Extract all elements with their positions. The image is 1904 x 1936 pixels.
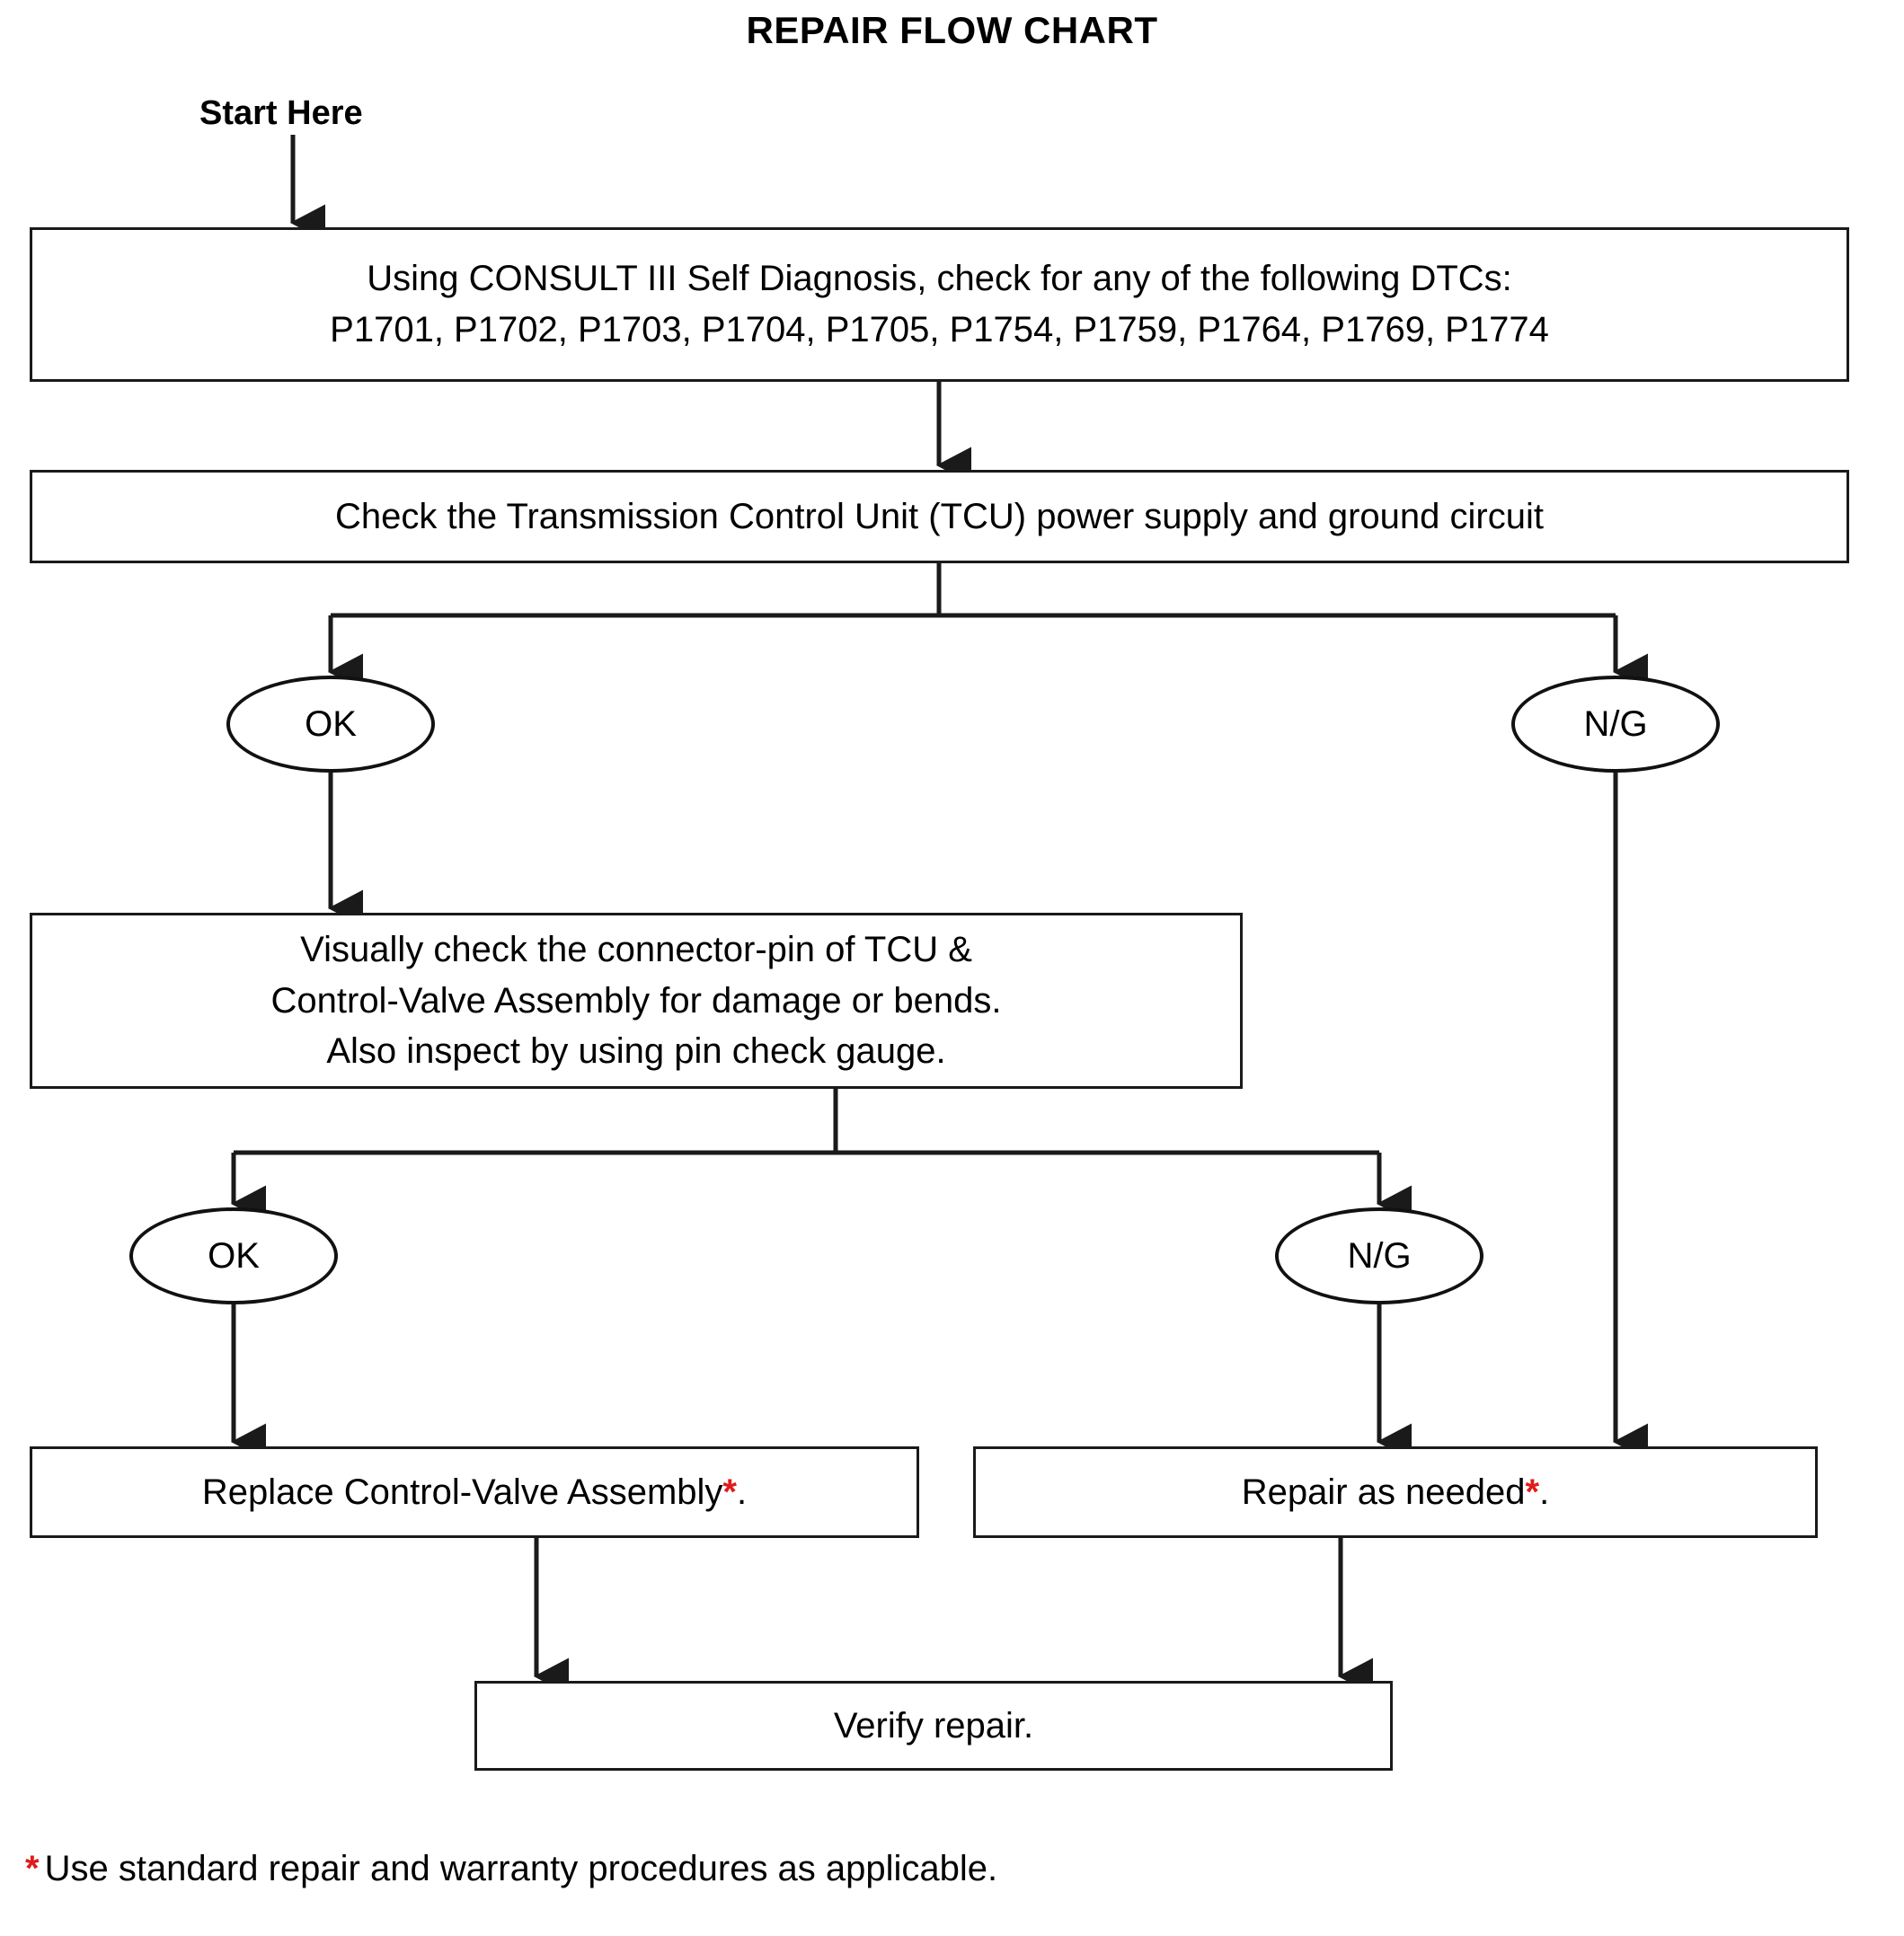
- node-tcu-power-check-text: Check the Transmission Control Unit (TCU…: [326, 491, 1553, 543]
- page-title: REPAIR FLOW CHART: [746, 9, 1158, 51]
- node-tcu-power-check-line1: Check the Transmission Control Unit (TCU…: [335, 496, 1544, 536]
- repair-needed-period: .: [1539, 1472, 1550, 1512]
- node-dtc-check-text: Using CONSULT III Self Diagnosis, check …: [321, 253, 1558, 356]
- footnote: *Use standard repair and warranty proced…: [25, 1849, 997, 1889]
- node-repair-as-needed-line: Repair as needed*.: [1242, 1467, 1549, 1518]
- replace-valve-asterisk: *: [722, 1472, 737, 1512]
- node-repair-as-needed-text: Repair as needed*.: [1233, 1467, 1558, 1518]
- footnote-text: Use standard repair and warranty procedu…: [44, 1849, 998, 1888]
- decision-ng-1-label: N/G: [1583, 703, 1648, 744]
- start-here-label: Start Here: [199, 94, 363, 132]
- node-repair-as-needed[interactable]: Repair as needed*.: [973, 1446, 1818, 1538]
- node-dtc-check[interactable]: Using CONSULT III Self Diagnosis, check …: [30, 227, 1849, 382]
- repair-needed-asterisk: *: [1525, 1472, 1540, 1512]
- decision-ng-2-label: N/G: [1347, 1235, 1412, 1276]
- node-visual-check-line1: Visually check the connector-pin of TCU …: [300, 929, 972, 969]
- replace-valve-period: .: [736, 1472, 748, 1512]
- decision-ng-1[interactable]: N/G: [1511, 676, 1720, 773]
- decision-ok-1[interactable]: OK: [226, 676, 435, 773]
- node-replace-control-valve[interactable]: Replace Control-Valve Assembly*.: [30, 1446, 919, 1538]
- decision-ok-1-label: OK: [305, 703, 357, 744]
- decision-ng-2[interactable]: N/G: [1275, 1207, 1483, 1304]
- node-replace-control-valve-text: Replace Control-Valve Assembly*.: [193, 1467, 756, 1518]
- node-tcu-power-check[interactable]: Check the Transmission Control Unit (TCU…: [30, 470, 1849, 563]
- node-verify-repair-line1: Verify repair.: [833, 1705, 1034, 1746]
- node-visual-check-text: Visually check the connector-pin of TCU …: [262, 924, 1011, 1077]
- node-visual-check-line2: Control-Valve Assembly for damage or ben…: [270, 980, 1002, 1021]
- node-visual-check-line3: Also inspect by using pin check gauge.: [326, 1031, 946, 1072]
- decision-ok-2[interactable]: OK: [129, 1207, 338, 1304]
- node-replace-control-valve-line: Replace Control-Valve Assembly*.: [202, 1467, 747, 1518]
- repair-needed-text: Repair as needed: [1241, 1472, 1526, 1512]
- replace-valve-text: Replace Control-Valve Assembly: [201, 1472, 723, 1512]
- node-verify-repair[interactable]: Verify repair.: [474, 1681, 1393, 1771]
- node-verify-repair-text: Verify repair.: [825, 1701, 1042, 1752]
- footnote-asterisk: *: [25, 1849, 40, 1888]
- node-dtc-check-line2: P1701, P1702, P1703, P1704, P1705, P1754…: [330, 310, 1549, 349]
- node-visual-check[interactable]: Visually check the connector-pin of TCU …: [30, 913, 1243, 1089]
- node-dtc-check-line1: Using CONSULT III Self Diagnosis, check …: [367, 259, 1512, 299]
- decision-ok-2-label: OK: [208, 1235, 260, 1276]
